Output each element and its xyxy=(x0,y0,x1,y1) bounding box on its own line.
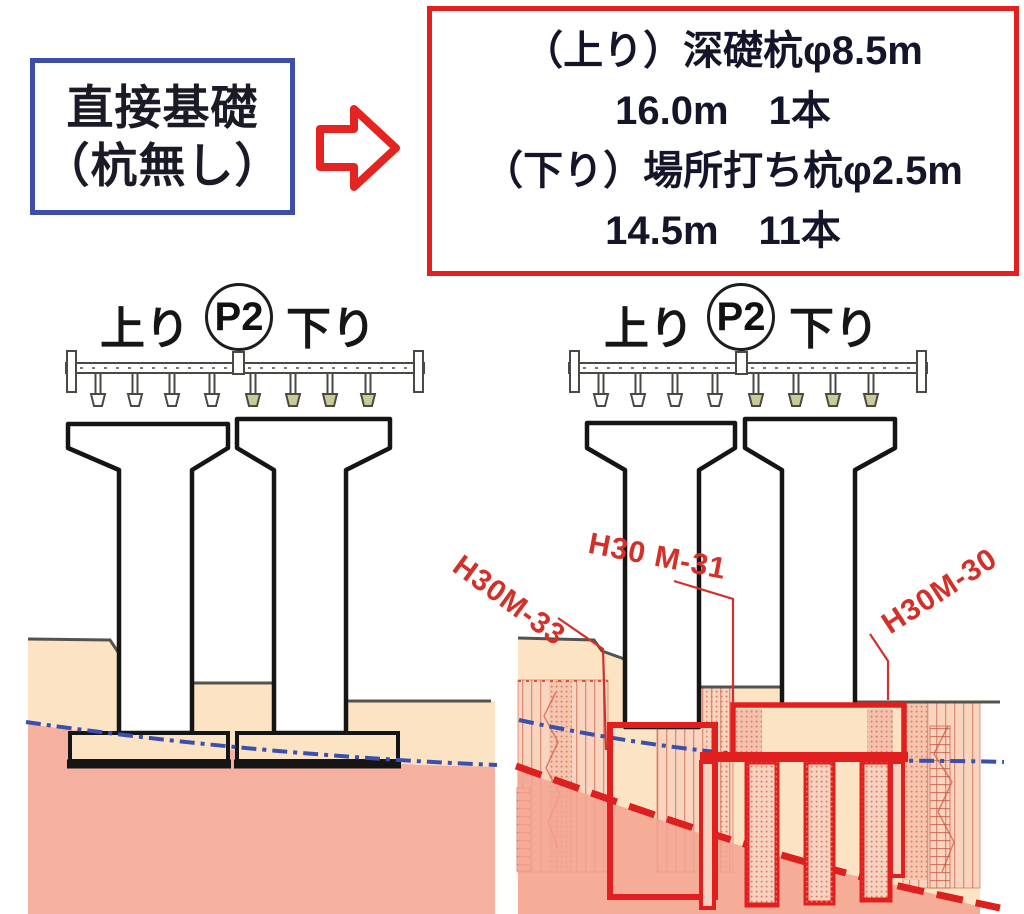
bridge-deck-left xyxy=(65,350,425,407)
right-label-down: 下り xyxy=(789,303,880,354)
after-box-line2: 16.0m 1本 xyxy=(615,89,831,133)
water-table-line-left xyxy=(25,720,498,767)
left-diagram-direct-foundation xyxy=(25,350,498,914)
before-callout-box: 直接基礎 （杭無し） xyxy=(30,58,295,215)
annotation-leader-lines xyxy=(557,579,890,751)
bridge-deck-right xyxy=(568,350,928,407)
after-box-line3: （下り）場所打ち杭φ2.5m xyxy=(483,149,963,193)
cast-in-place-piles xyxy=(699,759,905,910)
left-pier-number: P2 xyxy=(214,294,264,339)
before-box-line2: （杭無し） xyxy=(42,138,283,192)
leader-h30m30 xyxy=(869,633,890,700)
leader-h30m33 xyxy=(557,617,608,751)
right-pier-number-circle: P2 xyxy=(707,283,775,351)
right-pier-number: P2 xyxy=(716,294,766,339)
leader-h30m31 xyxy=(673,579,735,704)
pier-column-down-right xyxy=(742,416,898,710)
left-label-down: 下り xyxy=(286,303,377,354)
lower-soil-left xyxy=(28,724,495,914)
right-block-arrow-icon xyxy=(316,105,400,191)
after-callout-box: （上り）深礎杭φ8.5m 16.0m 1本 （下り）場所打ち杭φ2.5m 14.… xyxy=(427,6,1019,276)
left-label-up: 上り xyxy=(100,303,191,354)
change-arrow xyxy=(314,101,404,195)
spread-footing-up xyxy=(67,731,231,769)
left-pier-number-circle: P2 xyxy=(205,283,273,351)
t-girders-left xyxy=(89,372,377,407)
pile-footing-down xyxy=(700,702,908,762)
right-label-up: 上り xyxy=(604,303,695,354)
after-box-line1: （上り）深礎杭φ8.5m xyxy=(523,29,923,73)
right-diagram-piled-foundation xyxy=(514,350,1005,914)
bearing-layer-dashed-line xyxy=(514,762,1001,912)
t-girders-right xyxy=(592,372,880,407)
after-box-line4: 14.5m 11本 xyxy=(605,209,841,253)
before-box-line1: 直接基礎 xyxy=(66,81,259,135)
